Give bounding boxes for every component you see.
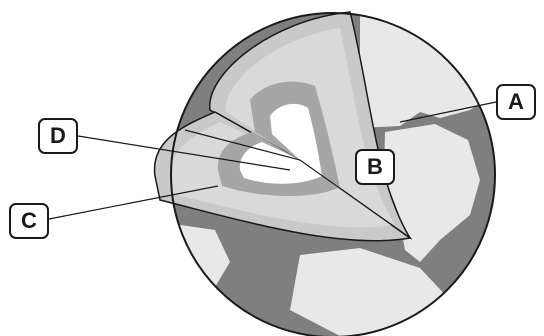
label-d: D (38, 118, 78, 154)
continent-africa (384, 124, 480, 262)
continent-south (290, 248, 450, 336)
globe-outline (170, 12, 496, 336)
inner-core-back (270, 103, 322, 176)
inner-core-bottom (239, 142, 322, 184)
cut-seam-line (184, 129, 411, 239)
leader-line-a (399, 101, 497, 123)
leader-line-d (77, 135, 291, 171)
label-c: C (9, 203, 49, 239)
leader-line-c (48, 185, 219, 220)
label-a: A (496, 84, 536, 120)
label-b: B (355, 149, 395, 185)
